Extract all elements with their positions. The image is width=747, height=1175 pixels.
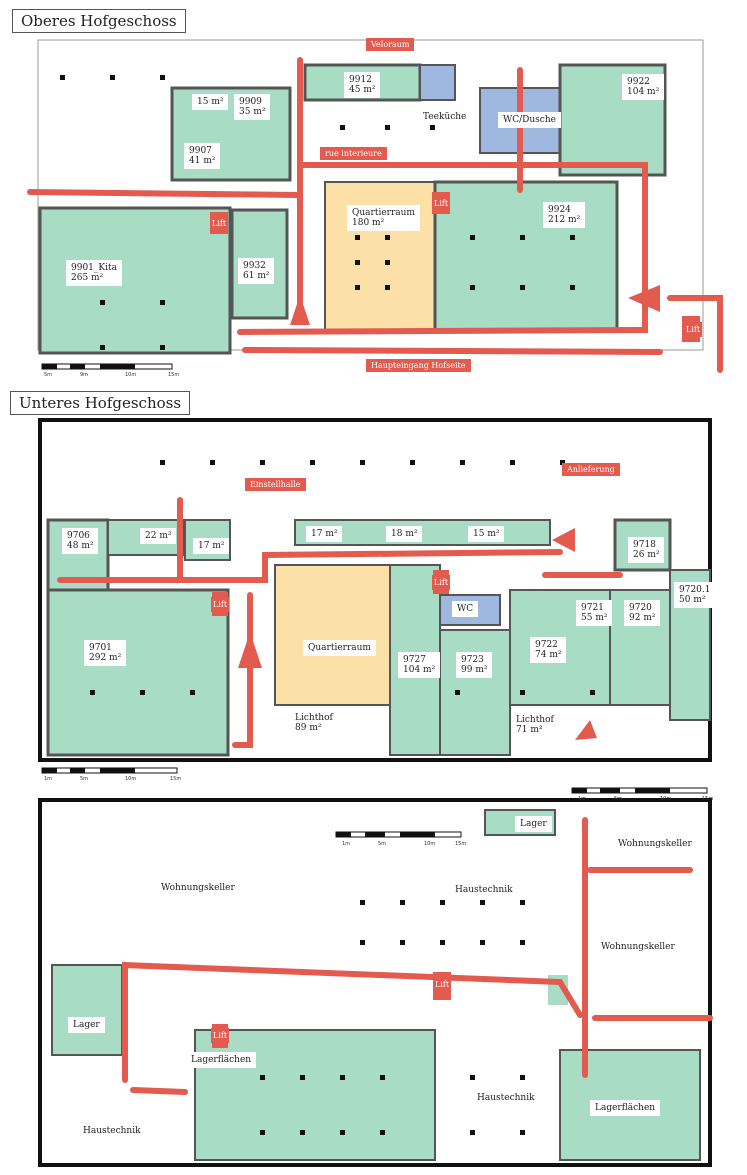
lift-bot-2: Lift [211, 1028, 230, 1043]
room-wohnungskeller-3: Wohnungskeller [596, 939, 680, 955]
scale-bot-l-4: 15m [455, 841, 466, 847]
scale-bot-r-2: 5m [614, 796, 622, 802]
scale-bot-l-3: 10m [424, 841, 435, 847]
tag-anlieferung: Anlieferung [562, 463, 620, 476]
room-15-mid: 15 m² [468, 526, 505, 542]
lift-top-1: Lift [210, 216, 229, 231]
scale-mid-3: 10m [125, 776, 136, 782]
tag-haupteingang: Haupteingang Hofseite [366, 359, 471, 372]
tag-einstellhalle: Einstellhalle [245, 478, 306, 491]
section-title-top: Oberes Hofgeschoss [12, 9, 186, 33]
scale-bot-l-2: 5m [378, 841, 386, 847]
room-17b: 17 m² [306, 526, 343, 542]
scale-mid-1: 1m [44, 776, 52, 782]
room-22: 22 m² [140, 528, 177, 544]
lift-top-2: Lift [432, 196, 451, 211]
scale-top-4: 15m [168, 372, 179, 378]
scale-bot-r-3: 10m [660, 796, 671, 802]
room-lagerflaechen-1: Lagerflächen [186, 1052, 257, 1068]
section-title-middle: Unteres Hofgeschoss [10, 391, 191, 415]
tag-rue-interieure: rue interieure [320, 147, 387, 160]
room-18: 18 m² [386, 526, 423, 542]
room-haustechnik-2: Haustechnik [472, 1090, 540, 1106]
scale-top-3: 10m [125, 372, 136, 378]
lift-mid-1: Lift [211, 597, 230, 612]
room-wc: WC [452, 601, 479, 617]
scale-bot-r-1: 1m [578, 796, 586, 802]
room-lagerflaechen-2: Lagerflächen [590, 1100, 661, 1116]
scale-mid-4: 15m [170, 776, 181, 782]
scale-mid-2: 5m [80, 776, 88, 782]
tag-veloraum: Veloraum [366, 38, 415, 51]
room-haustechnik-3: Haustechnik [78, 1123, 146, 1139]
scale-bot-l-1: 1m [342, 841, 350, 847]
room-teekueche: Teeküche [418, 109, 472, 125]
room-wohnungskeller-1: Wohnungskeller [613, 836, 697, 852]
lift-bot-1: Lift [433, 977, 452, 992]
scale-bot-r-4: 15m [702, 796, 713, 802]
room-17a: 17 m² [193, 538, 230, 554]
room-quartierraum-mid: Quartierraum [303, 640, 376, 656]
room-lager-top: Lager [515, 816, 552, 832]
room-wc-dusche: WC/Dusche [498, 112, 561, 128]
room-15: 15 m² [192, 94, 229, 110]
lift-mid-2: Lift [432, 575, 451, 590]
scale-top-1: 5m [44, 372, 52, 378]
scale-top-2: 9m [80, 372, 88, 378]
room-wohnungskeller-2: Wohnungskeller [156, 880, 240, 896]
room-lager-left: Lager [68, 1017, 105, 1033]
room-haustechnik-1: Haustechnik [450, 882, 518, 898]
lift-top-3: Lift [684, 322, 703, 337]
